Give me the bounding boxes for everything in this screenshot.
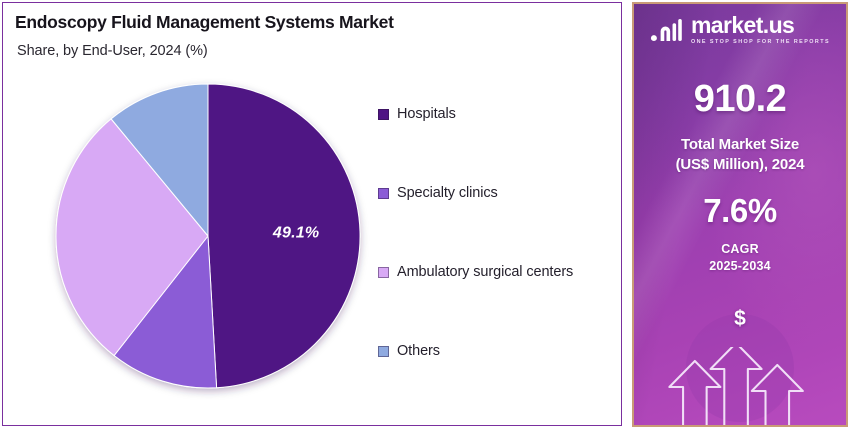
- legend-swatch-icon: [378, 345, 389, 357]
- market-us-logo-icon: [650, 18, 682, 41]
- market-size-caption-line2: (US$ Million), 2024: [675, 156, 805, 174]
- market-size-caption: Total Market Size (US$ Million), 2024: [634, 135, 846, 175]
- cagr-label: CAGR 2025-2034: [634, 241, 846, 274]
- legend-item-others[interactable]: Others: [378, 343, 618, 359]
- legend-item-label: Hospitals: [397, 106, 456, 122]
- market-summary-panel: market.us ONE STOP SHOP FOR THE REPORTS …: [632, 2, 848, 427]
- legend-item-hospitals[interactable]: Hospitals: [378, 106, 618, 122]
- legend-swatch-icon: [378, 187, 389, 199]
- legend-swatch-icon: [378, 266, 389, 278]
- pie-slice-label-hospitals: 49.1%: [272, 225, 319, 242]
- pie-slices: [55, 83, 361, 389]
- brand-logo[interactable]: market.us ONE STOP SHOP FOR THE REPORTS: [634, 12, 846, 45]
- market-size-value: 910.2: [693, 78, 787, 120]
- legend-item-ambulatory-surgical-centers[interactable]: Ambulatory surgical centers: [378, 264, 618, 280]
- pie-slice[interactable]: [110, 83, 209, 238]
- market-size-caption-line1: Total Market Size: [680, 136, 800, 153]
- pie-slice[interactable]: [55, 118, 209, 357]
- legend-item-label: Ambulatory surgical centers: [397, 264, 574, 280]
- pie-slice[interactable]: [207, 83, 361, 389]
- legend-item-label: Specialty clinics: [397, 185, 498, 201]
- chart-panel: Endoscopy Fluid Management Systems Marke…: [2, 2, 622, 426]
- cagr-label-line1: CAGR: [721, 242, 759, 256]
- legend-item-specialty-clinics[interactable]: Specialty clinics: [378, 185, 618, 201]
- pie-chart-svg: 49.1%: [55, 83, 361, 389]
- cagr-value: 7.6%: [703, 192, 777, 229]
- pie-slice[interactable]: [113, 234, 218, 389]
- brand-logo-text: market.us ONE STOP SHOP FOR THE REPORTS: [690, 12, 831, 45]
- growth-arrows-icon: [668, 347, 804, 425]
- brand-name: market.us: [690, 12, 795, 38]
- cagr-label-line2: 2025-2034: [709, 258, 771, 273]
- pie-chart: 49.1%: [55, 71, 365, 401]
- legend-item-label: Others: [397, 343, 440, 359]
- chart-subtitle: Share, by End-User, 2024 (%): [17, 43, 208, 59]
- dollar-sign-icon: $: [734, 307, 746, 330]
- legend-swatch-icon: [378, 108, 389, 120]
- chart-legend: Hospitals Specialty clinics Ambulatory s…: [378, 106, 618, 359]
- page-title: Endoscopy Fluid Management Systems Marke…: [15, 12, 394, 32]
- brand-tagline: ONE STOP SHOP FOR THE REPORTS: [690, 38, 831, 45]
